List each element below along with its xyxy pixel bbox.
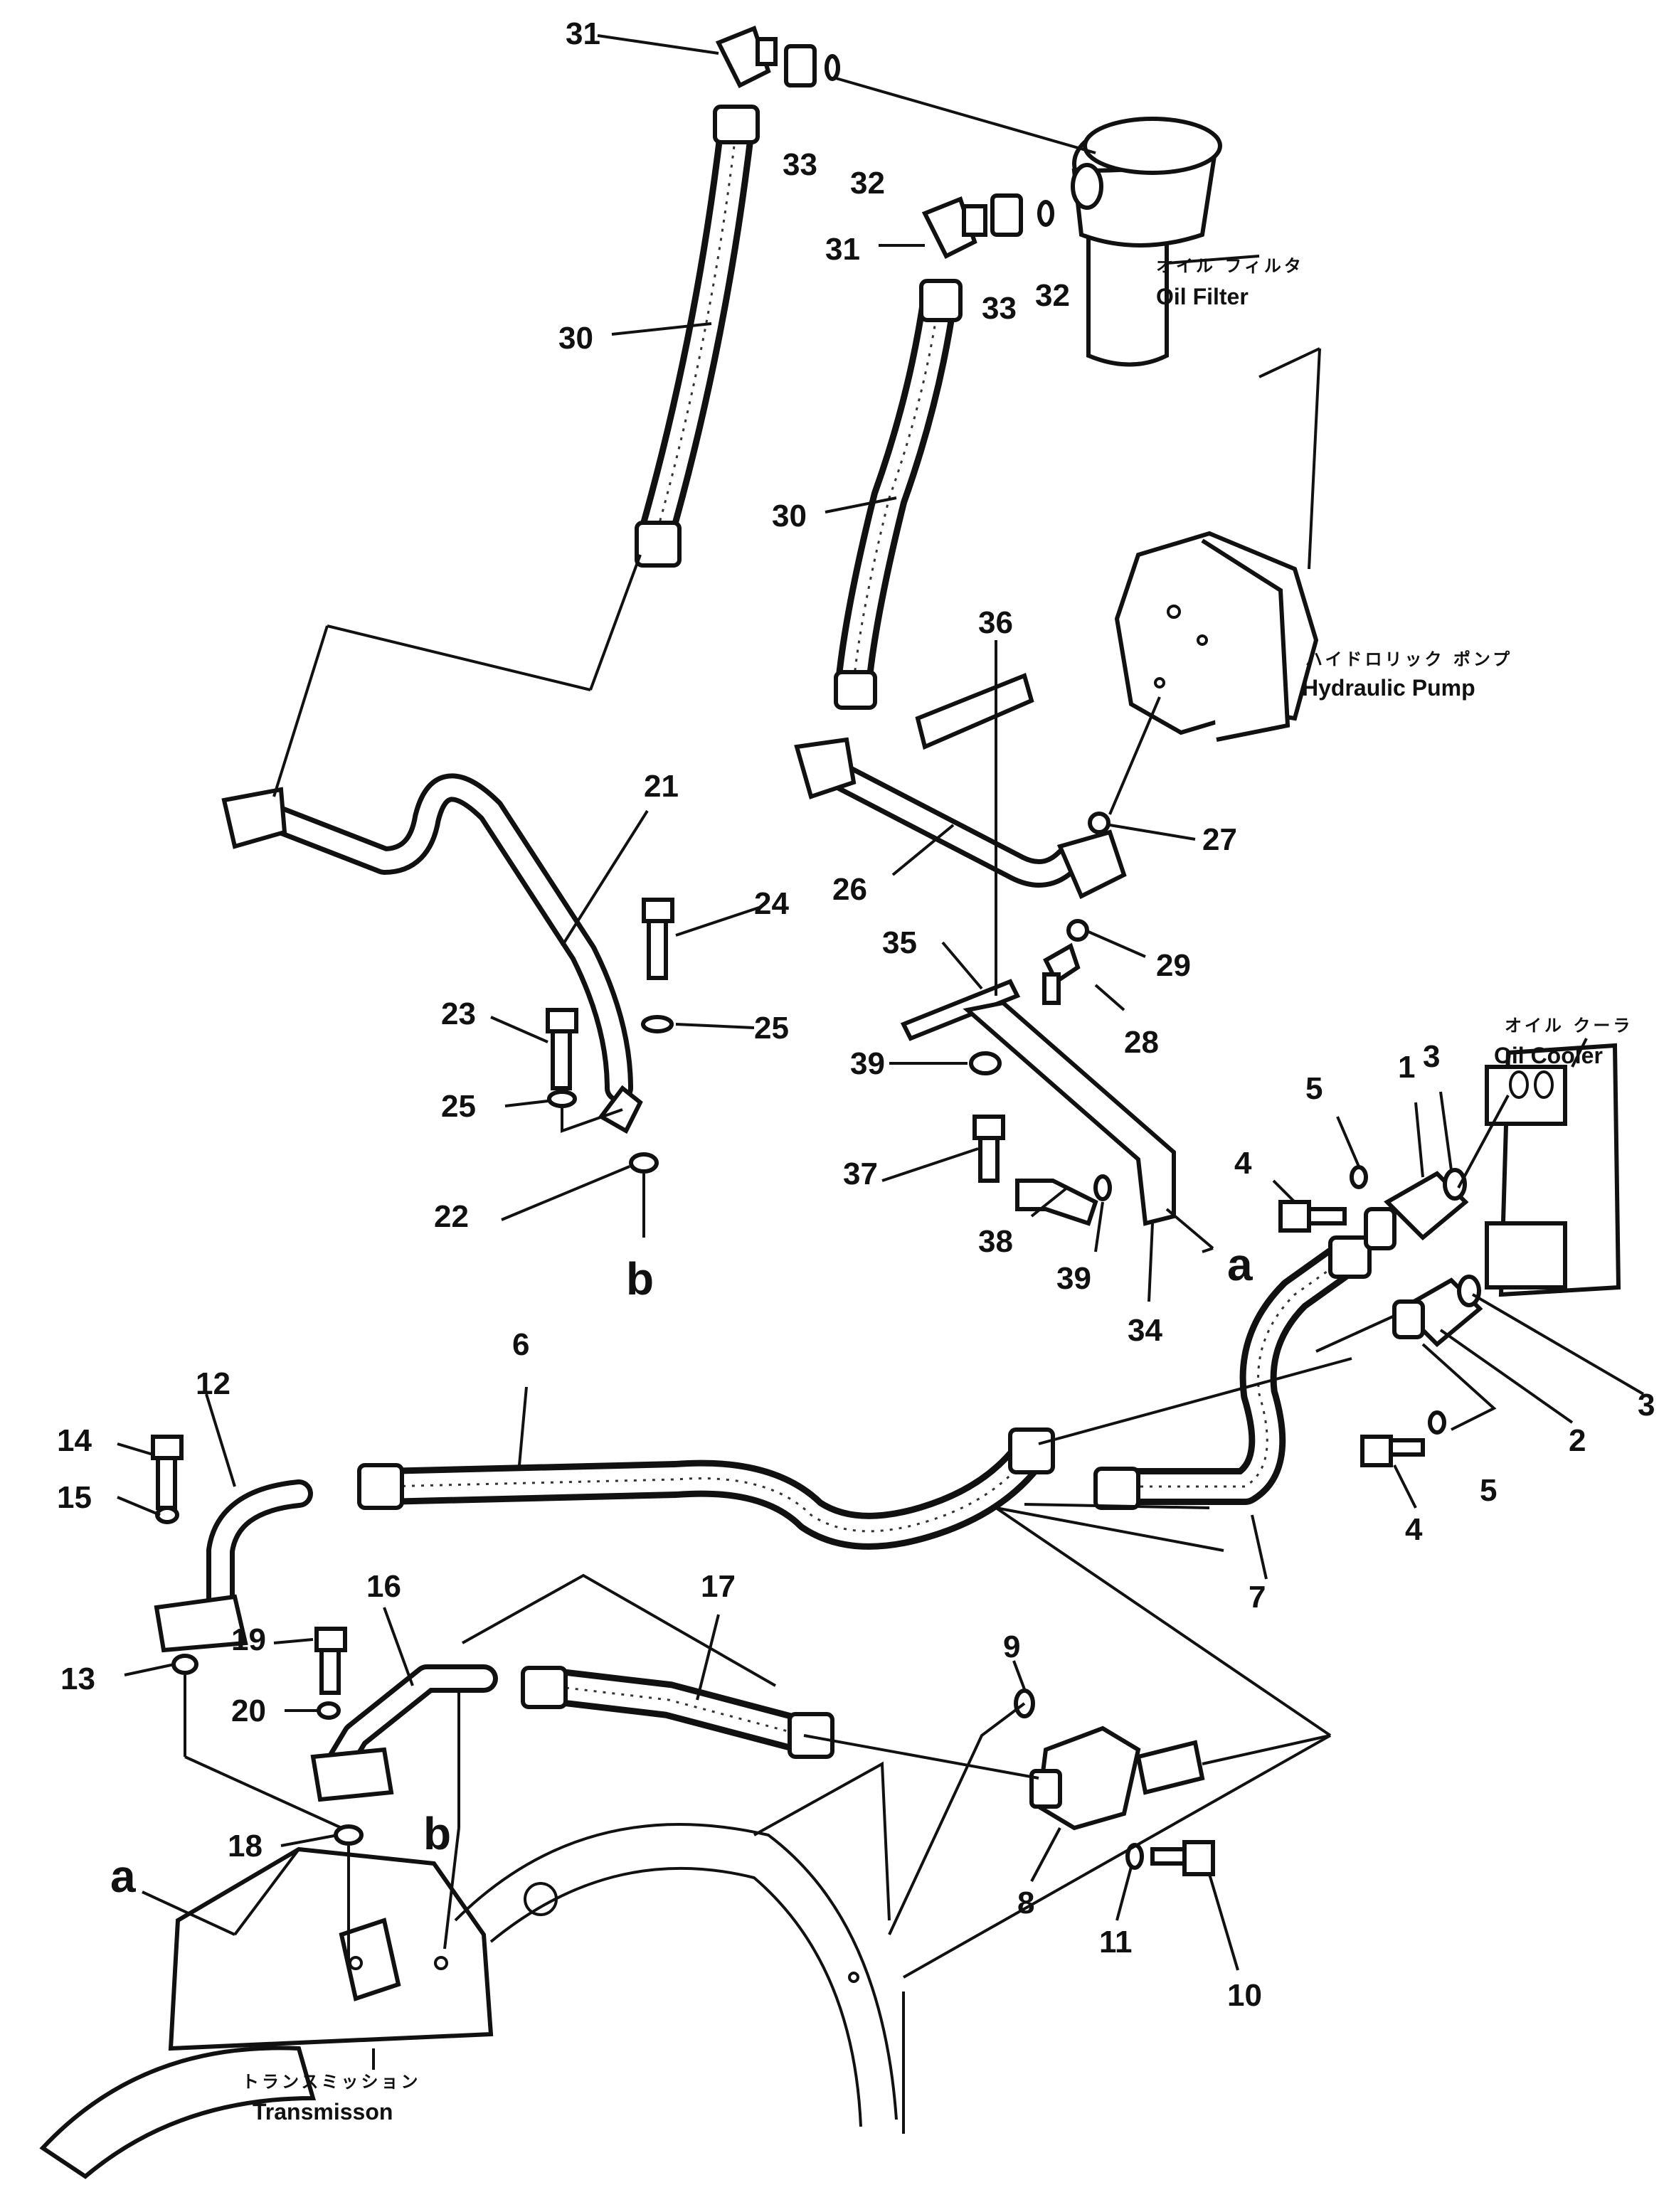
callout-25: 25 — [754, 1011, 789, 1046]
ref-a-right: a — [1227, 1239, 1253, 1290]
ref-a-left: a — [110, 1851, 136, 1902]
callout-15: 15 — [57, 1480, 92, 1515]
callout-36: 36 — [978, 605, 1013, 640]
callout-16: 16 — [366, 1569, 401, 1604]
oil-filter — [1071, 117, 1222, 367]
fittings — [151, 26, 1483, 1876]
transmission — [39, 1761, 905, 2179]
callout-19: 19 — [231, 1622, 266, 1657]
callout-1: 1 — [1398, 1050, 1415, 1085]
pipe-21 — [221, 773, 643, 1134]
callout-29: 29 — [1156, 948, 1191, 983]
hose-30-left — [635, 105, 760, 568]
callout-31: 31 — [825, 232, 860, 267]
callout-21: 21 — [644, 769, 679, 804]
ref-b-bottom: b — [423, 1808, 451, 1859]
hydraulic-pump-label: Hydraulic Pump — [1302, 675, 1475, 701]
callout-39: 39 — [1056, 1261, 1091, 1296]
callout-39: 39 — [850, 1046, 885, 1081]
ref-b-top: b — [626, 1253, 654, 1304]
callout-18: 18 — [228, 1829, 263, 1863]
callout-34: 34 — [1128, 1313, 1162, 1348]
callout-30: 30 — [558, 321, 593, 356]
callout-9: 9 — [1003, 1629, 1020, 1664]
callout-27: 27 — [1202, 822, 1237, 857]
reference-letters: b a a b — [110, 1239, 1253, 1902]
callout-3: 3 — [1638, 1388, 1655, 1423]
callout-23: 23 — [441, 996, 476, 1031]
callout-4: 4 — [1405, 1512, 1423, 1547]
callout-32: 32 — [850, 166, 885, 201]
oil-filter-label: Oil Filter — [1156, 284, 1249, 309]
callout-20: 20 — [231, 1693, 266, 1728]
callout-24: 24 — [754, 886, 789, 921]
hydraulic-pump-label-jp: ハイドロリック ポンプ — [1305, 649, 1512, 669]
callout-13: 13 — [60, 1661, 95, 1696]
callout-30: 30 — [772, 499, 807, 533]
component-labels: オイル フィルタ Oil Filter ハイドロリック ポンプ Hydrauli… — [242, 256, 1633, 2125]
callout-3: 3 — [1423, 1039, 1440, 1074]
callout-5: 5 — [1305, 1071, 1323, 1106]
callout-10: 10 — [1227, 1978, 1262, 2013]
callout-33: 33 — [982, 291, 1017, 326]
callout-8: 8 — [1017, 1886, 1034, 1920]
hose-17 — [521, 1666, 834, 1759]
hose-7 — [1093, 1235, 1372, 1510]
callout-38: 38 — [978, 1224, 1013, 1259]
callout-26: 26 — [832, 872, 867, 907]
callout-31: 31 — [566, 16, 600, 51]
callout-35: 35 — [882, 925, 917, 960]
callout-7: 7 — [1249, 1580, 1266, 1615]
hose-30-right — [834, 279, 963, 710]
callout-17: 17 — [701, 1569, 736, 1604]
callout-2: 2 — [1569, 1423, 1586, 1458]
callout-25: 25 — [441, 1089, 476, 1124]
callout-numbers: 31 33 32 31 33 32 30 30 36 21 27 26 24 3… — [57, 16, 1655, 2013]
callout-6: 6 — [512, 1327, 529, 1362]
pipe-26 — [794, 737, 1127, 900]
callout-37: 37 — [843, 1156, 878, 1191]
callout-22: 22 — [434, 1199, 469, 1234]
callout-32: 32 — [1035, 278, 1070, 313]
callout-12: 12 — [196, 1366, 230, 1401]
callout-11: 11 — [1099, 1925, 1133, 1960]
callout-14: 14 — [57, 1423, 92, 1458]
callout-33: 33 — [783, 147, 817, 182]
transmission-label: Transmisson — [253, 2099, 393, 2125]
callout-28: 28 — [1124, 1025, 1159, 1060]
transmission-label-jp: トランスミッション — [242, 2072, 421, 2092]
leader-lines — [117, 34, 1645, 2070]
pipe-12 — [154, 1479, 313, 1653]
pipe-16 — [310, 1664, 498, 1802]
oil-cooler-label: Oil Cooler — [1494, 1043, 1603, 1068]
hydraulic-pump — [1114, 531, 1319, 742]
oil-cooler — [1485, 1043, 1621, 1297]
hose-6 — [357, 1427, 1055, 1550]
callout-5: 5 — [1480, 1473, 1497, 1508]
oil-filter-label-jp: オイル フィルタ — [1156, 256, 1304, 276]
oil-cooler-label-jp: オイル クーラ — [1505, 1016, 1633, 1036]
callout-4: 4 — [1234, 1146, 1252, 1181]
